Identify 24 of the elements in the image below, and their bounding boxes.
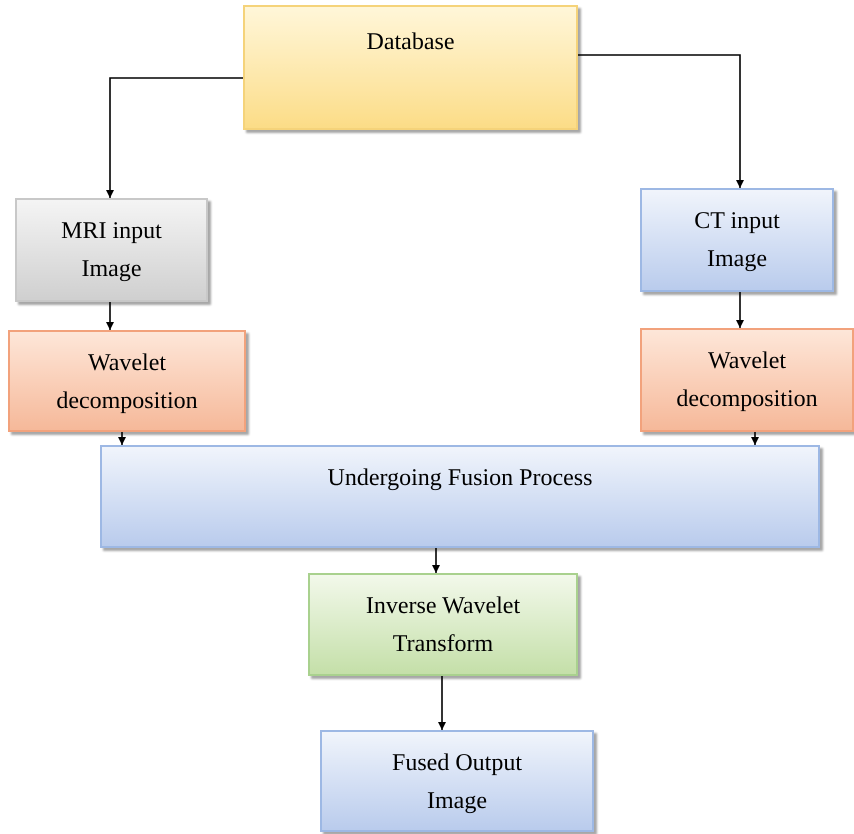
box-label: Database: [366, 28, 454, 57]
arrow: [751, 432, 759, 445]
box-label: Inverse Wavelet Transform: [364, 592, 522, 659]
box-label: MRI input Image: [60, 217, 163, 284]
process-box: [8, 330, 246, 432]
arrow: [736, 292, 744, 328]
arrow: [118, 432, 126, 445]
arrow: [432, 548, 440, 573]
box-label: Wavelet decomposition: [675, 347, 819, 414]
arrow: [106, 77, 243, 198]
process-box: [15, 198, 208, 302]
process-box: [308, 573, 578, 676]
process-box: [640, 188, 834, 292]
box-label: Undergoing Fusion Process: [328, 464, 592, 493]
box-label: Wavelet decomposition: [55, 349, 199, 416]
process-box: [320, 730, 594, 832]
process-box: [100, 445, 820, 548]
arrow: [578, 54, 744, 188]
box-label: Fused Output Image: [390, 749, 523, 816]
process-box: [640, 328, 854, 432]
arrow: [106, 302, 114, 330]
arrow: [438, 676, 446, 730]
process-box: [243, 5, 578, 130]
box-label: CT input Image: [693, 207, 781, 274]
